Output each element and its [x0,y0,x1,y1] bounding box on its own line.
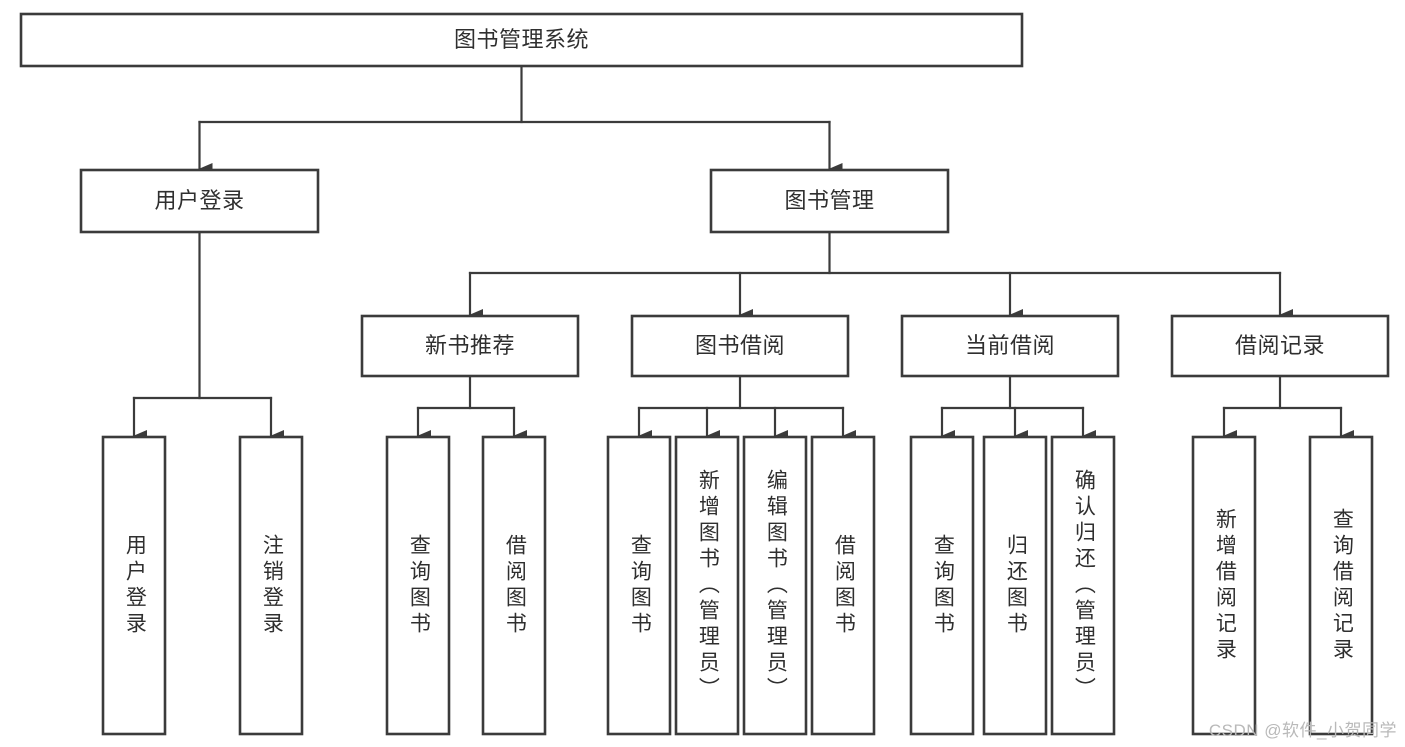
node-box-current-borrow[interactable] [900,314,1120,378]
connector-layer [132,64,1354,442]
node-box-leaf-borrow-book-1[interactable] [481,435,547,736]
node-box-leaf-user-login[interactable] [101,435,167,736]
node-box-leaf-query-book-2[interactable] [606,435,672,736]
node-box-leaf-user-logout[interactable] [238,435,304,736]
node-box-leaf-add-record[interactable] [1191,435,1257,736]
node-box-leaf-confirm-return[interactable] [1050,435,1116,736]
node-box-root[interactable] [19,12,1024,68]
node-box-borrow-record[interactable] [1170,314,1390,378]
node-box-leaf-add-book[interactable] [674,435,740,736]
node-box-leaf-query-book-1[interactable] [385,435,451,736]
node-box-book-borrow[interactable] [630,314,850,378]
node-box-leaf-return-book[interactable] [982,435,1048,736]
node-box-new-book-recommend[interactable] [360,314,580,378]
node-box-leaf-query-record[interactable] [1308,435,1374,736]
watermark-text: CSDN @软件_小贺同学 [1208,721,1397,740]
node-box-user-login[interactable] [79,168,320,234]
node-box-book-manage[interactable] [709,168,950,234]
node-box-leaf-query-book-3[interactable] [909,435,975,736]
box-layer [19,12,1390,736]
node-box-leaf-edit-book[interactable] [742,435,808,736]
node-box-leaf-borrow-book-2[interactable] [810,435,876,736]
